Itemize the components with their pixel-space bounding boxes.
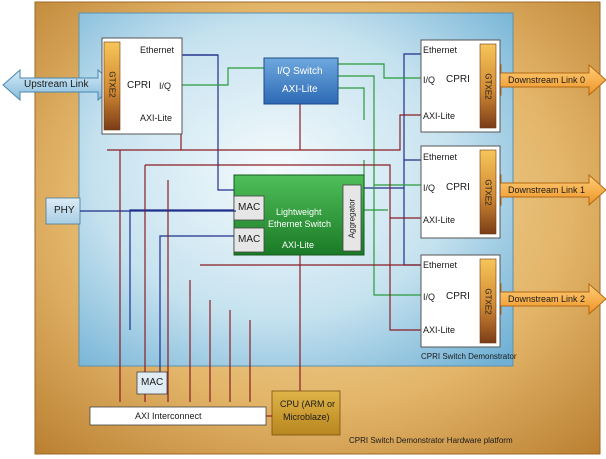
downstream-gtxe2-2 xyxy=(479,258,497,344)
eth-switch-mac-2 xyxy=(233,227,265,253)
upstream-ethernet-label: Ethernet xyxy=(140,45,175,55)
cpu-label-line2: Microblaze) xyxy=(283,412,330,422)
ds2-cpri-label: CPRI xyxy=(446,291,470,302)
downstream-link-1-arrow xyxy=(483,173,606,207)
upstream-cpri-label: CPRI xyxy=(127,80,151,91)
axi-interconnect-label: AXI Interconnect xyxy=(135,411,202,421)
cpu-label-line1: CPU (ARM or xyxy=(280,399,336,409)
ds1-iq-label: I/Q xyxy=(423,183,436,193)
ds2-axi-label: AXI-Lite xyxy=(423,325,456,335)
downstream-gtxe2-1 xyxy=(479,149,497,235)
ds0-ethernet-label: Ethernet xyxy=(423,45,458,55)
eth-switch-mac-1 xyxy=(233,195,265,221)
eth-switch-mac-1-label: MAC xyxy=(238,202,261,213)
mac-block xyxy=(136,371,168,395)
ds0-cpri-label: CPRI xyxy=(446,74,470,85)
eth-switch-axi: AXI-Lite xyxy=(282,240,315,250)
ds2-iq-label: I/Q xyxy=(423,292,436,302)
aggregator-block xyxy=(342,184,362,252)
ds0-gtxe2-label: GTXE2 xyxy=(483,73,493,100)
iq-switch-title: I/Q Switch xyxy=(277,66,323,77)
upstream-gtxe2-label: GTXE2 xyxy=(107,71,117,98)
ds0-axi-label: AXI-Lite xyxy=(423,111,456,121)
ds1-axi-label: AXI-Lite xyxy=(423,215,456,225)
cpu-block xyxy=(271,390,341,436)
eth-switch-mac-2-label: MAC xyxy=(238,234,261,245)
ds1-gtxe2-label: GTXE2 xyxy=(483,179,493,206)
upstream-iq-label: I/Q xyxy=(159,81,172,91)
ds0-iq-label: I/Q xyxy=(423,75,436,85)
downstream-link-2-label: Downstream Link 2 xyxy=(508,294,586,304)
phy-label: PHY xyxy=(54,205,75,216)
downstream-link-0-label: Downstream Link 0 xyxy=(508,75,586,85)
aggregator-label: Aggregator xyxy=(347,198,357,239)
ds1-cpri-label: CPRI xyxy=(446,182,470,193)
ds2-gtxe2-label: GTXE2 xyxy=(483,288,493,315)
eth-switch-title-1: Lightweight xyxy=(276,207,322,217)
demonstrator-caption: CPRI Switch Demonstrator xyxy=(421,352,517,361)
iq-switch-block xyxy=(263,57,339,105)
mac-label: MAC xyxy=(141,377,164,388)
phy-block xyxy=(45,197,81,225)
eth-switch-title-2: Ethernet Switch xyxy=(268,219,332,229)
upstream-axi-label: AXI-Lite xyxy=(140,113,173,123)
upstream-gtxe2 xyxy=(103,41,121,131)
downstream-gtxe2-0 xyxy=(479,43,497,129)
platform-caption: CPRI Switch Demonstrator Hardware platfo… xyxy=(349,436,513,445)
axi-wires xyxy=(107,104,421,402)
upstream-link-label: Upstream Link xyxy=(24,79,89,90)
downstream-link-0-arrow xyxy=(483,63,606,97)
downstream-link-2-arrow xyxy=(483,282,606,316)
ds1-ethernet-label: Ethernet xyxy=(423,152,458,162)
iq-switch-axi: AXI-Lite xyxy=(282,84,318,95)
downstream-link-1-label: Downstream Link 1 xyxy=(508,185,586,195)
ds2-ethernet-label: Ethernet xyxy=(423,260,458,270)
